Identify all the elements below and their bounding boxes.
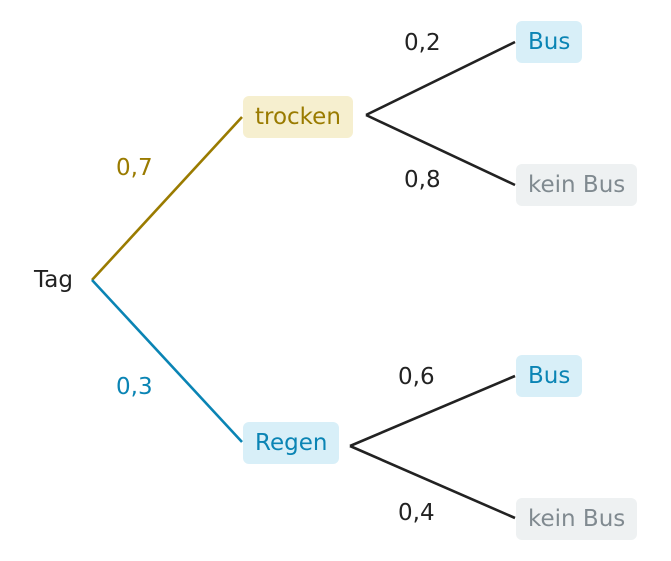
- edge-trocken-kein-bus: [365, 113, 516, 187]
- probability-regen-bus: 0,6: [398, 364, 435, 390]
- leaf-trocken-kein-bus: kein Bus: [516, 164, 638, 206]
- leaf-regen-kein-bus: kein Bus: [516, 498, 638, 540]
- leaf-regen-bus: Bus: [516, 355, 583, 397]
- probability-regen-kein-bus: 0,4: [398, 500, 435, 526]
- edge-regen-bus: [349, 374, 516, 448]
- probability-trocken-kein-bus: 0,8: [404, 167, 441, 193]
- node-trocken: trocken: [243, 96, 353, 138]
- probability-trocken: 0,7: [116, 155, 153, 181]
- probability-trocken-bus: 0,2: [404, 30, 441, 56]
- edge-trocken-bus: [365, 40, 516, 117]
- leaf-trocken-bus: Bus: [516, 21, 583, 63]
- edge-root-trocken: [91, 116, 243, 281]
- edge-root-regen: [91, 279, 243, 443]
- root-node: Tag: [34, 267, 73, 293]
- probability-regen: 0,3: [116, 374, 153, 400]
- edge-regen-kein-bus: [349, 444, 516, 520]
- node-regen: Regen: [243, 422, 340, 464]
